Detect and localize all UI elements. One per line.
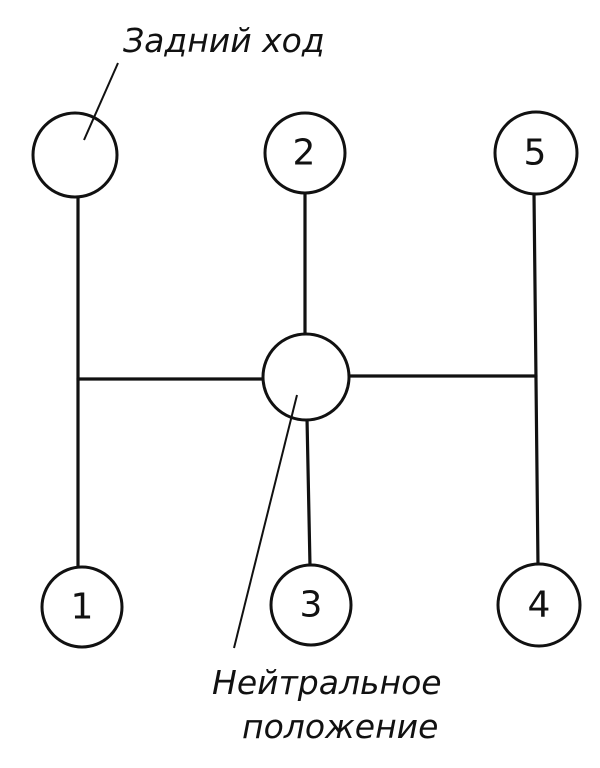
neutral-position xyxy=(261,332,351,422)
gear-4-circle xyxy=(496,562,582,648)
reverse-circle xyxy=(31,111,119,199)
center-lower-line xyxy=(305,416,312,568)
neutral-leader-line xyxy=(233,394,298,649)
gear-1-circle xyxy=(40,565,124,649)
gear-4-position: 4 xyxy=(496,562,582,648)
gear-2-position: 2 xyxy=(263,111,347,195)
neutral-circle xyxy=(261,332,351,422)
gear-3-circle xyxy=(269,563,353,647)
right-slot-line xyxy=(532,192,540,568)
reverse-leader-line xyxy=(83,62,119,141)
neutral-caption-line2: положение xyxy=(242,707,438,746)
gear-5-circle xyxy=(493,110,579,196)
gear-4-number: 4 xyxy=(528,585,551,626)
gear-5-number: 5 xyxy=(524,133,547,174)
gear-reverse-position xyxy=(31,111,119,199)
neutral-caption-line1: Нейтральное xyxy=(212,663,442,702)
reverse-caption: Задний ход xyxy=(123,21,325,60)
gear-1-position: 1 xyxy=(40,565,124,649)
gear-2-number: 2 xyxy=(293,133,316,174)
gear-2-circle xyxy=(263,111,347,195)
gear-1-number: 1 xyxy=(71,587,94,628)
gear-5-position: 5 xyxy=(493,110,579,196)
gear-3-number: 3 xyxy=(300,585,323,626)
shift-gate-lines xyxy=(76,192,540,570)
gear-3-position: 3 xyxy=(269,563,353,647)
